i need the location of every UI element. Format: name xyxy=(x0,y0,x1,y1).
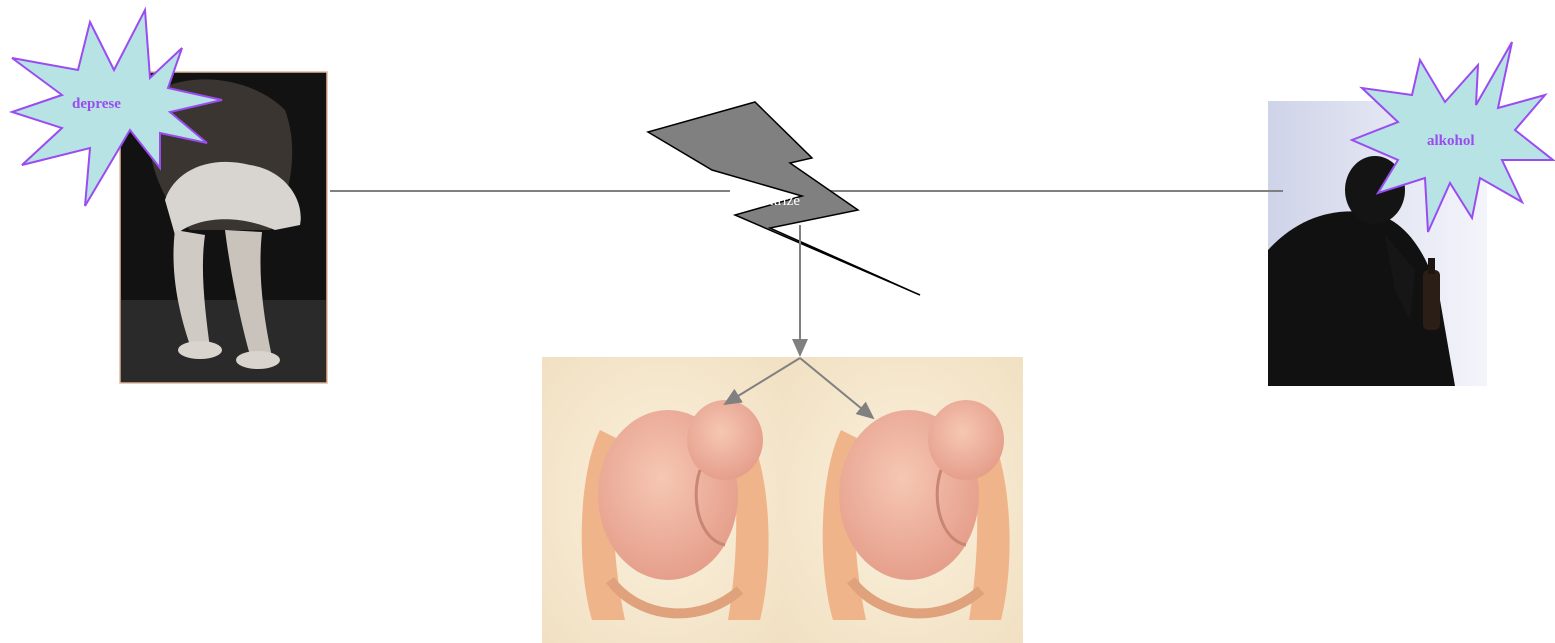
alkohol-label: alkohol xyxy=(1427,133,1475,149)
deprese-label: deprese xyxy=(72,96,121,112)
bottom-right-photo xyxy=(783,357,1023,643)
krize-label: krize xyxy=(770,193,800,209)
bottom-left-photo xyxy=(542,357,783,643)
